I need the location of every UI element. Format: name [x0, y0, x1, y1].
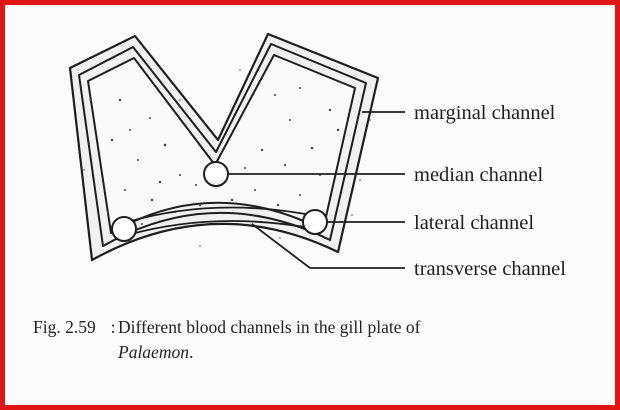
lateral-channel-left — [112, 217, 136, 241]
lateral-channel-label: lateral channel — [414, 212, 534, 234]
caption-text: Different blood channels in the gill pla… — [118, 315, 420, 340]
figure-number: Fig. 2.59 — [33, 315, 108, 340]
figure-caption: Fig. 2.59:Different blood channels in th… — [33, 315, 608, 365]
marginal-channel-label: marginal channel — [414, 102, 556, 124]
median-channel — [204, 162, 228, 186]
median-channel-label: median channel — [414, 164, 544, 186]
caption-period: . — [189, 342, 193, 362]
caption-genus: Palaemon — [118, 342, 189, 362]
lateral-channel-right — [303, 210, 327, 234]
transverse-channel-label: transverse channel — [414, 258, 566, 280]
